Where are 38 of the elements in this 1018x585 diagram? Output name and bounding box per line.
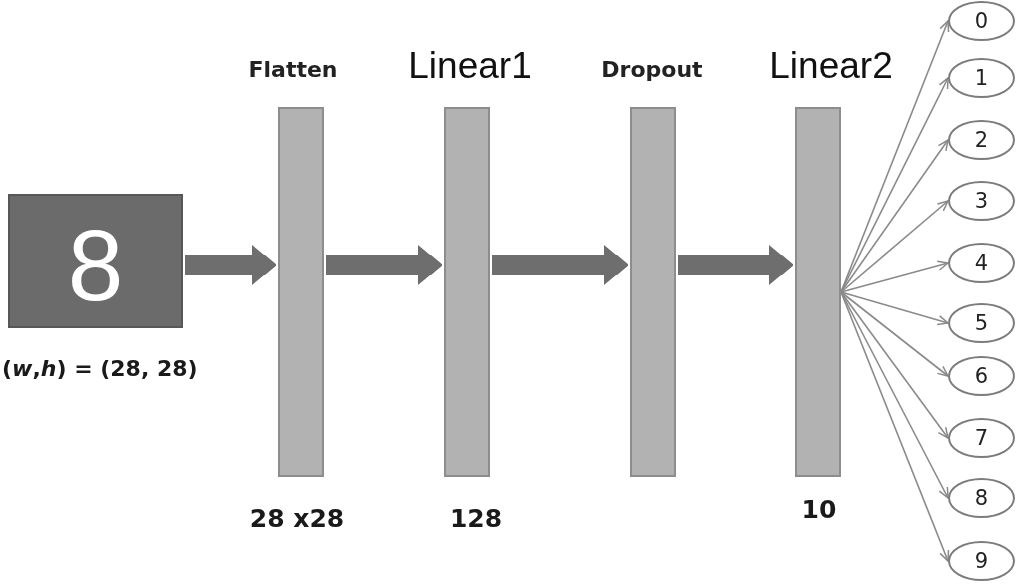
block-arrow [678, 245, 793, 285]
arrow [840, 200, 949, 293]
input-size-label: (w,h) = (28, 28) [2, 356, 198, 383]
class-label: 9 [974, 550, 989, 572]
output-ellipse [948, 418, 1015, 458]
class-label: 4 [974, 252, 989, 274]
class-label: 3 [974, 190, 989, 212]
class-label: 5 [974, 312, 989, 334]
layer-size-label: 28 x28 [249, 504, 345, 534]
arrow [840, 291, 949, 377]
layer-name: Linear1 [408, 45, 532, 88]
class-label: 1 [974, 67, 989, 89]
layer-name: Flatten [248, 57, 338, 84]
class-label: 0 [974, 10, 989, 32]
output-ellipse [948, 243, 1015, 283]
arrow [840, 260, 949, 293]
output-ellipse [948, 303, 1015, 343]
layer-name: Linear2 [769, 45, 893, 88]
digit-text: 8 [67, 215, 124, 315]
block-arrow [492, 245, 628, 285]
output-ellipse [948, 1, 1015, 41]
arrow [840, 291, 949, 326]
block-arrow [326, 245, 442, 285]
block-arrow [185, 245, 276, 285]
arrow [840, 139, 949, 293]
class-label: 6 [974, 365, 989, 387]
class-label: 7 [974, 427, 989, 449]
output-ellipse [948, 356, 1015, 396]
output-ellipse [948, 478, 1015, 518]
output-ellipse [948, 181, 1015, 221]
layer-size-label: 10 [801, 495, 837, 525]
output-ellipse [948, 541, 1015, 581]
class-label: 2 [974, 129, 989, 151]
output-ellipse [948, 120, 1015, 160]
class-label: 8 [974, 487, 989, 509]
layer-size-label: 128 [449, 504, 503, 534]
output-ellipse [948, 58, 1015, 98]
layer-name: Dropout [601, 57, 703, 84]
